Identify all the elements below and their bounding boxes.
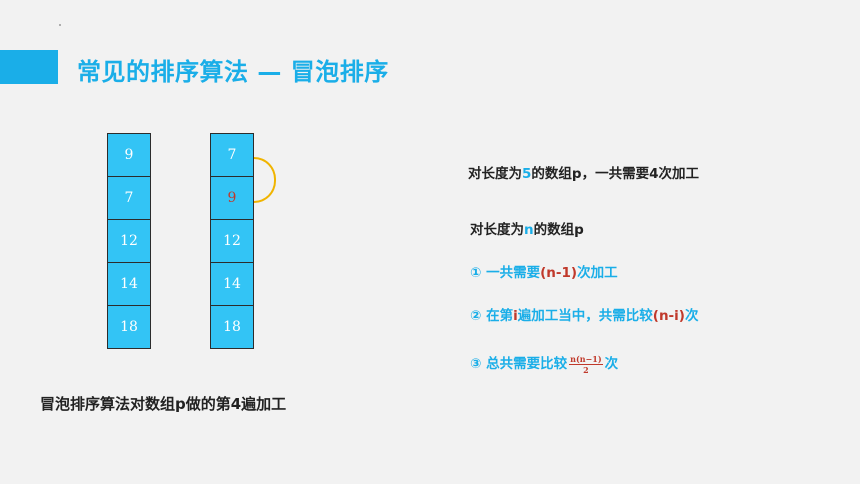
highlight-value: n xyxy=(524,222,534,238)
text: 遍加工当中，共需比较 xyxy=(517,308,653,324)
slide-title: 常见的排序算法 — 冒泡排序 xyxy=(77,58,389,86)
array-cell: 14 xyxy=(211,263,253,306)
text: 次 xyxy=(604,356,619,372)
array-column-after: 7 9 12 14 18 xyxy=(210,133,254,349)
decorative-dot xyxy=(59,24,61,26)
array-cell: 18 xyxy=(223,319,241,335)
text: 的数组p，一共需要4次加工 xyxy=(531,166,699,182)
text: 次 xyxy=(684,308,699,324)
array-cell: 12 xyxy=(108,220,150,263)
array-column-before: 9 7 12 14 18 xyxy=(107,133,151,349)
highlight-value: 5 xyxy=(522,166,532,182)
text: 对长度为 xyxy=(470,222,524,238)
array-cell: 14 xyxy=(108,263,150,306)
text: ① 一共需要 xyxy=(470,265,541,281)
array-cell: 7 xyxy=(211,134,253,177)
length-n-statement: 对长度为n的数组p xyxy=(470,218,584,238)
formula: (n-1) xyxy=(540,265,578,281)
array-cell: 12 xyxy=(211,220,253,263)
array-cell: 9 xyxy=(108,134,150,177)
fraction-denominator: 2 xyxy=(583,364,589,375)
text: ③ 总共需要比较 xyxy=(470,356,568,372)
swap-bracket-icon xyxy=(254,157,276,203)
array-cell-highlighted: 9 xyxy=(211,177,253,220)
array-cell: 7 xyxy=(108,177,150,220)
point-comparisons-per-pass: ② 在第i遍加工当中，共需比较(n-i)次 xyxy=(470,304,698,324)
text: ② 在第 xyxy=(470,308,514,324)
point-total-passes: ① 一共需要(n-1)次加工 xyxy=(470,261,618,281)
text: 的数组p xyxy=(533,222,584,238)
fraction: n(n−1)2 xyxy=(569,353,603,375)
text: 对长度为 xyxy=(468,166,522,182)
pass-caption: 冒泡排序算法对数组p做的第4遍加工 xyxy=(40,395,287,413)
text: 次加工 xyxy=(577,265,618,281)
length-5-statement: 对长度为5的数组p，一共需要4次加工 xyxy=(468,162,699,182)
formula: (n-i) xyxy=(652,308,685,324)
title-accent-bar xyxy=(0,50,58,84)
array-cell: 18 xyxy=(120,319,138,335)
formula: i xyxy=(513,308,518,324)
fraction-numerator: n(n−1) xyxy=(569,353,603,365)
